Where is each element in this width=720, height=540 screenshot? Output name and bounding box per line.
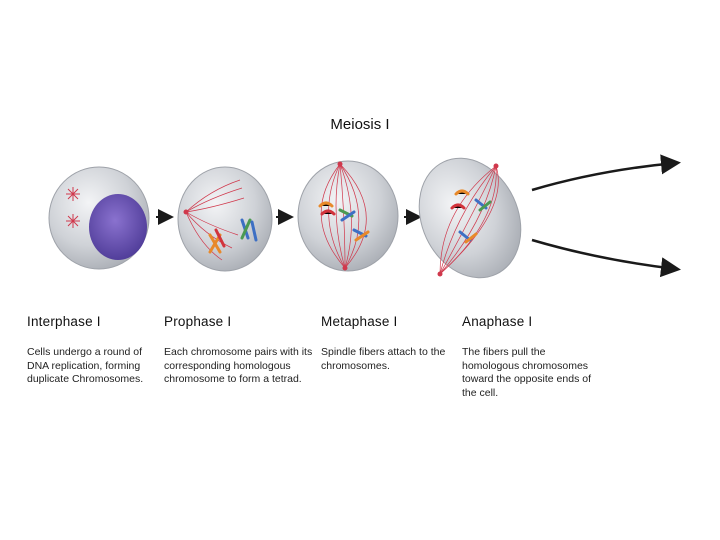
stage-description: Spindle fibers attach to the chromosomes… [321, 346, 446, 372]
chromosome-icon [318, 201, 370, 242]
diagram-title: Meiosis I [330, 116, 390, 133]
stage-title: Prophase I [164, 314, 232, 329]
stage-metaphase: Metaphase I Spindle fibers attach to the… [321, 314, 457, 373]
stage-description: Cells undergo a round of DNA replication… [27, 346, 144, 385]
nucleus [89, 194, 147, 260]
arrow-icon [531, 238, 681, 278]
stage-title: Metaphase I [321, 314, 398, 329]
meiosis-illustration [48, 154, 681, 279]
metaphase-cell [297, 160, 399, 272]
chromosome-icon [450, 189, 492, 244]
centrosome-icon [66, 187, 80, 228]
stage-description: Each chromosome pairs with its correspon… [164, 346, 313, 385]
stage-prophase: Prophase I Each chromosome pairs with it… [164, 314, 314, 387]
interphase-cell [48, 166, 150, 270]
chromosome-icon [208, 218, 258, 254]
prophase-cell [177, 166, 273, 272]
arrow-icon [531, 154, 681, 192]
stage-description: The fibers pull the homologous chromosom… [462, 346, 592, 399]
stage-anaphase: Anaphase I The fibers pull the homologou… [462, 314, 604, 400]
stage-title: Anaphase I [462, 314, 533, 329]
stage-title: Interphase I [27, 314, 101, 329]
stage-interphase: Interphase I Cells undergo a round of DN… [27, 314, 159, 387]
anaphase-cell [418, 157, 522, 279]
